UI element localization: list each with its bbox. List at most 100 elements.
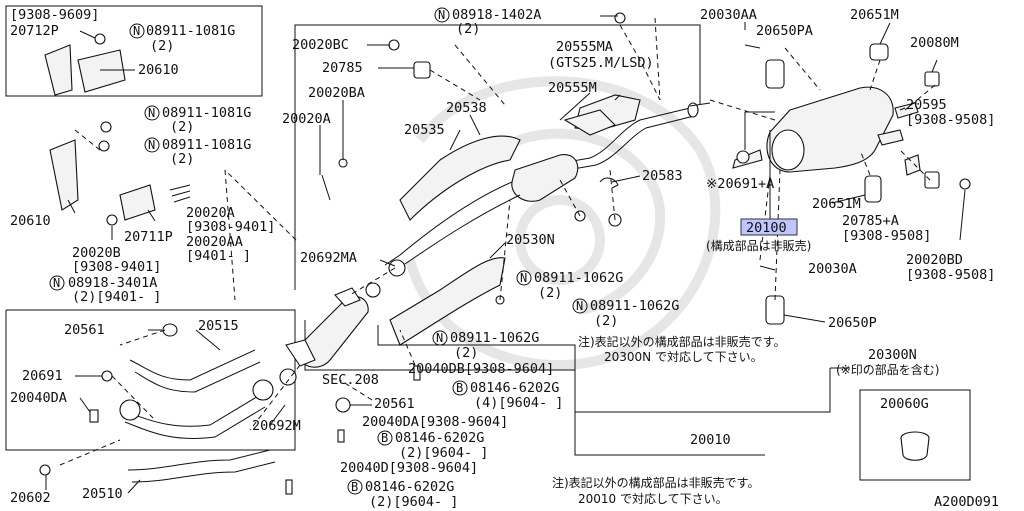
svg-text:(2)[9604- ]: (2)[9604- ]: [399, 445, 488, 461]
svg-text:(GTS25.M/LSD): (GTS25.M/LSD): [548, 55, 654, 71]
label-20040DA-range: 20040DA[9308-9604]: [362, 414, 508, 430]
svg-text:(2): (2): [170, 119, 194, 135]
label-20030AA: 20030AA: [700, 7, 757, 23]
svg-text:[9308-9401]: [9308-9401]: [186, 219, 275, 235]
label-20300N: 20300N: [868, 347, 917, 363]
label-20010: 20010: [690, 432, 731, 448]
label-08911-1081G-b: 08911-1081G: [162, 137, 251, 153]
note-20300N-line2: 20300N で対応して下さい。: [604, 350, 763, 364]
label-08911-1081G-a: 08911-1081G: [162, 105, 251, 121]
svg-text:(2): (2): [170, 151, 194, 167]
label-20610-box: 20610: [138, 62, 179, 78]
label-20711P: 20711P: [124, 229, 173, 245]
heat-shields: [389, 94, 641, 346]
svg-text:[9308-9508]: [9308-9508]: [842, 228, 931, 244]
label-20020A-mid: 20020A: [186, 205, 235, 221]
label-20515: 20515: [198, 318, 239, 334]
svg-text:(2)[9401- ]: (2)[9401- ]: [72, 289, 161, 305]
note-20100: (構成部品は非販売): [706, 238, 811, 253]
svg-text:N: N: [436, 331, 443, 345]
hangers-and-brackets: [44, 12, 971, 495]
svg-text:[9308-9401]: [9308-9401]: [72, 259, 161, 275]
label-20692M: 20692M: [252, 418, 301, 434]
label-20020BA: 20020BA: [308, 85, 365, 101]
label-20692MA: 20692MA: [300, 250, 357, 266]
label-20650PA: 20650PA: [756, 23, 813, 39]
label-20535: 20535: [404, 122, 445, 138]
label-20020B: 20020B: [72, 245, 121, 261]
svg-text:(2): (2): [594, 313, 618, 329]
label-box-range: [9308-9609]: [10, 7, 99, 23]
callout-labels: [9308-9609] 20712P N 08911-1081G (2) 206…: [10, 7, 999, 510]
svg-text:(2): (2): [538, 285, 562, 301]
label-20510: 20510: [82, 486, 123, 502]
label-08146-6202G-b: 08146-6202G: [395, 430, 484, 446]
svg-text:(2)[9604- ]: (2)[9604- ]: [369, 494, 458, 510]
svg-text:B: B: [381, 431, 388, 445]
label-20785A: 20785+A: [842, 213, 899, 229]
label-20530N: 20530N: [506, 232, 555, 248]
note-20300N: (※印の部品を含む): [836, 362, 939, 377]
label-20030A: 20030A: [808, 261, 857, 277]
svg-text:N: N: [148, 106, 155, 120]
label-20040DA: 20040DA: [10, 390, 67, 406]
watermark-emblem: [405, 76, 721, 371]
rear-muffler: [732, 86, 919, 173]
svg-text:[9308-9508]: [9308-9508]: [906, 112, 995, 128]
label-20555M: 20555M: [548, 80, 597, 96]
svg-text:(2): (2): [150, 38, 174, 54]
label-20040DB: 20040DB[9308-9604]: [408, 361, 554, 377]
label-08146-6202G-a: 08146-6202G: [470, 380, 559, 396]
label-20691A: ※20691+A: [706, 176, 774, 192]
diagram-code: A200D091: [934, 494, 999, 510]
label-20555MA: 20555MA: [556, 39, 613, 55]
plug-part: [900, 431, 930, 461]
svg-text:N: N: [576, 299, 583, 313]
label-20020AA: 20020AA: [186, 234, 243, 250]
svg-text:(4)[9604- ]: (4)[9604- ]: [474, 395, 563, 411]
note-20010-line2: 20010 で対応して下さい。: [578, 492, 728, 506]
label-08911-1062G-b: 08911-1062G: [590, 298, 679, 314]
label-08918-1402A: 08918-1402A: [452, 7, 541, 23]
label-08911-1062G-a: 08911-1062G: [534, 270, 623, 286]
label-08911-1062G-c: 08911-1062G: [450, 330, 539, 346]
main-exhaust-pipe: [384, 102, 699, 273]
label-20020BC: 20020BC: [292, 37, 349, 53]
label-20610: 20610: [10, 213, 51, 229]
highlight-20100: [740, 218, 798, 236]
svg-text:N: N: [133, 24, 140, 38]
label-20080M: 20080M: [910, 35, 959, 51]
svg-text:(2): (2): [456, 21, 480, 37]
label-sec208: SEC.208: [322, 372, 379, 388]
label-20602: 20602: [10, 490, 51, 506]
label-20583: 20583: [642, 168, 683, 184]
label-20020A-top: 20020A: [282, 111, 331, 127]
svg-text:N: N: [53, 276, 60, 290]
label-20538: 20538: [446, 100, 487, 116]
front-converter: [285, 287, 369, 368]
label-20785: 20785: [322, 60, 363, 76]
note-20300N-line1: 注)表記以外の構成部品は非販売です。: [578, 334, 785, 349]
svg-text:N: N: [438, 8, 445, 22]
label-08918-3401A: 08918-3401A: [68, 275, 157, 291]
svg-text:[9308-9508]: [9308-9508]: [906, 267, 995, 283]
dashed-guides: [59, 17, 936, 466]
label-20060G: 20060G: [880, 396, 929, 412]
label-20561-b: 20561: [374, 396, 415, 412]
svg-text:N: N: [520, 271, 527, 285]
note-20010-line1: 注)表記以外の構成部品は非販売です。: [552, 475, 759, 490]
label-20595: 20595: [906, 97, 947, 113]
label-20712P: 20712P: [10, 23, 59, 39]
label-20650P: 20650P: [828, 315, 877, 331]
svg-text:(2): (2): [454, 345, 478, 361]
label-08911-1081G-box: 08911-1081G: [146, 23, 235, 39]
svg-text:N: N: [148, 138, 155, 152]
label-08146-6202G-c: 08146-6202G: [365, 479, 454, 495]
leader-lines: [45, 15, 966, 494]
label-20561-a: 20561: [64, 322, 105, 338]
svg-text:B: B: [456, 381, 463, 395]
label-20651M-top: 20651M: [850, 7, 899, 23]
label-20020BD: 20020BD: [906, 252, 963, 268]
svg-text:B: B: [351, 480, 358, 494]
